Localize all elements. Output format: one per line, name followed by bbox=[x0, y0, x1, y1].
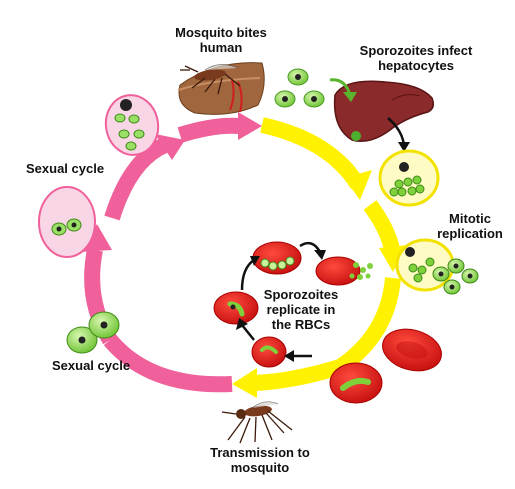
red-blood-cells-right bbox=[329, 328, 442, 404]
sporozoite-cells-top bbox=[274, 68, 325, 108]
label-transmission: Transmission to mosquito bbox=[210, 445, 310, 475]
pink-cycle-arrow bbox=[80, 112, 262, 393]
ruptured-hepatocyte bbox=[395, 238, 479, 295]
inner-rbc-cycle bbox=[213, 241, 373, 368]
label-mitotic-replication: Mitotic replication bbox=[437, 211, 503, 241]
label-replicate-rbc: Sporozoites replicate in the RBCs bbox=[263, 287, 339, 332]
label-sexual-cycle-bottom: Sexual cycle bbox=[52, 358, 131, 373]
black-arrowhead bbox=[398, 142, 410, 152]
mosquito-bottom-illustration bbox=[221, 401, 293, 444]
infected-hepatocyte bbox=[378, 149, 440, 207]
label-sexual-cycle-left: Sexual cycle bbox=[26, 161, 105, 176]
green-arrowhead bbox=[343, 92, 357, 102]
label-mosquito-bites: Mosquito bites human bbox=[175, 25, 267, 55]
label-sporozoites-infect: Sporozoites infect hepatocytes bbox=[359, 43, 473, 73]
liver-illustration bbox=[333, 80, 435, 142]
gametocytes-bottom-left bbox=[66, 311, 120, 354]
yellow-cycle-arrow bbox=[232, 117, 408, 398]
pink-cell-top-left bbox=[104, 94, 160, 156]
mosquito-skin-illustration bbox=[177, 62, 265, 115]
pink-cell-left bbox=[38, 186, 96, 258]
